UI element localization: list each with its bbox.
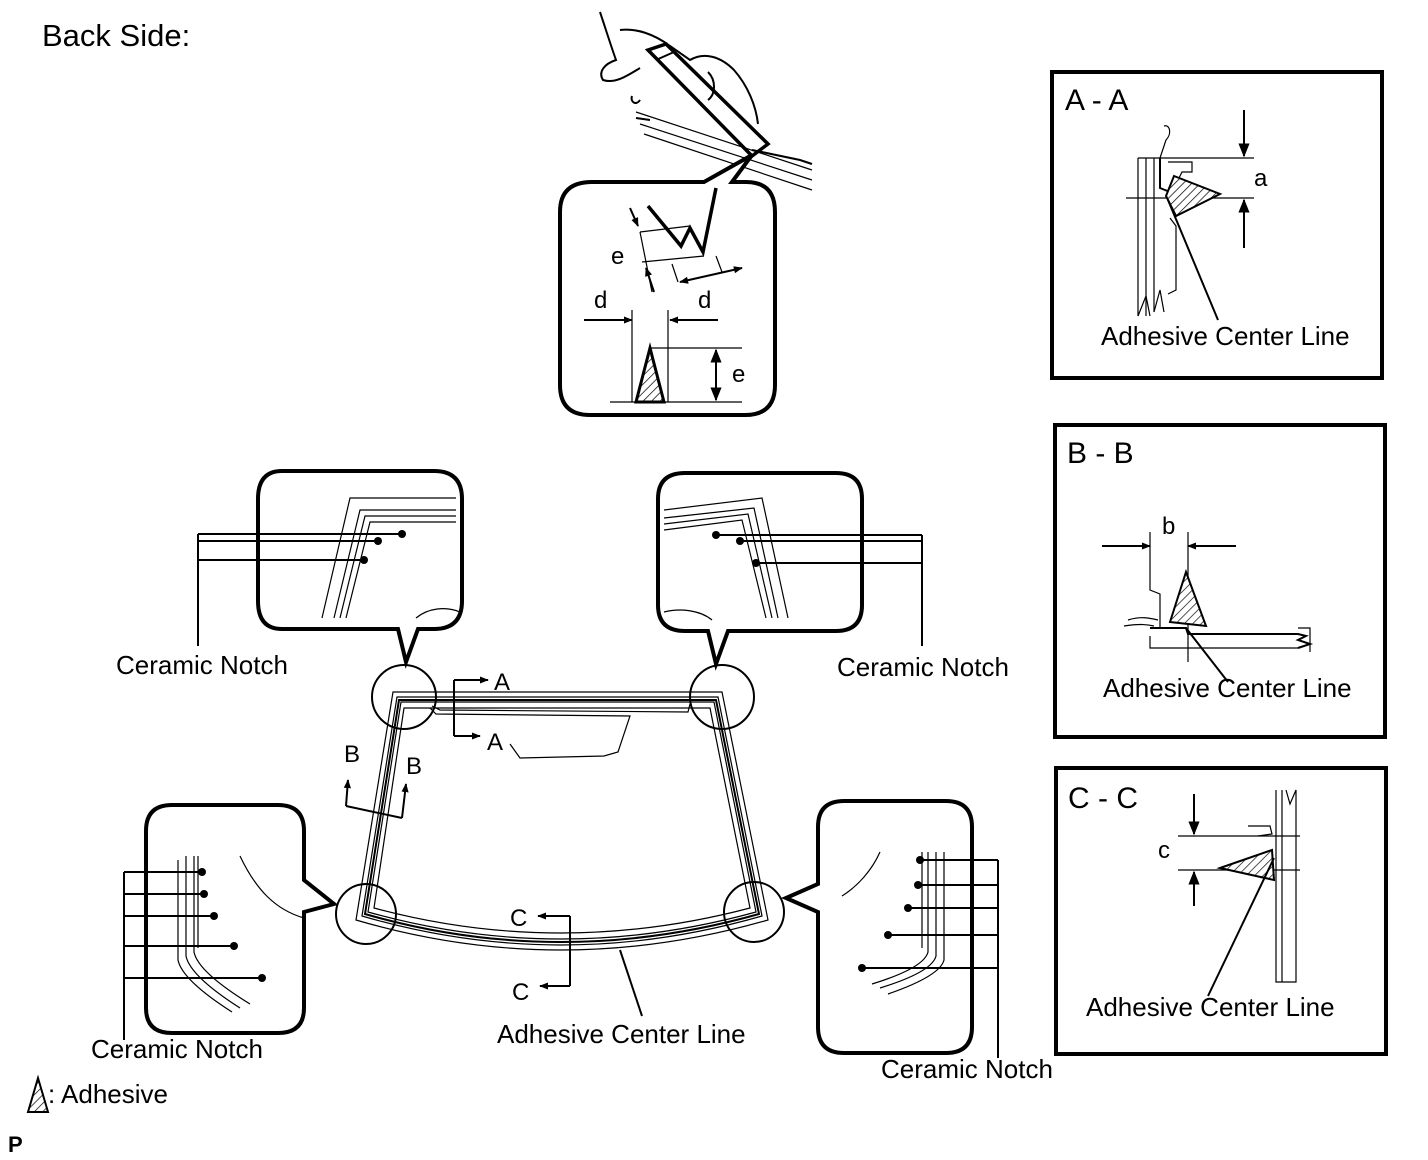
section-a-a-dimension: a (1254, 165, 1268, 192)
corner-circle-bottom-right (723, 881, 785, 943)
callout-bottom-right: Ceramic Notch (781, 799, 1053, 1084)
section-marker-c-top: C (510, 905, 527, 932)
callout-top-right: Ceramic Notch (656, 471, 1009, 682)
section-c-c-callout: Adhesive Center Line (1086, 992, 1335, 1022)
section-a-a-callout: Adhesive Center Line (1101, 321, 1350, 351)
section-marker-a: A A (453, 669, 510, 756)
adhesive-bead-icon (26, 1074, 50, 1113)
section-c-c-title: C - C (1068, 782, 1138, 815)
section-marker-a-top: A (494, 669, 510, 696)
ceramic-notch-label-bottom-left: Ceramic Notch (91, 1034, 263, 1064)
corner-circles (335, 664, 785, 945)
section-marker-c: C C (510, 905, 571, 1006)
adhesive-center-line-label: Adhesive Center Line (497, 1019, 746, 1049)
section-b-b-callout: Adhesive Center Line (1103, 673, 1352, 703)
section-a-a-title: A - A (1065, 84, 1128, 117)
bead-height-label: e (732, 361, 745, 388)
callout-top-left: Ceramic Notch (116, 469, 464, 680)
callout-bottom-left: Ceramic Notch (91, 803, 339, 1064)
corner-circle-top-left (371, 664, 437, 730)
adhesive-bead-triangle (634, 342, 666, 404)
section-a-a-panel: A - A a Adhesive Center Line (1050, 70, 1384, 380)
section-marker-a-bottom: A (487, 729, 503, 756)
adhesive-legend: : Adhesive (26, 1074, 168, 1113)
corner-circle-top-right (689, 664, 755, 730)
section-marker-b-left: B (344, 741, 360, 768)
ceramic-notch-label-top-left: Ceramic Notch (116, 650, 288, 680)
section-c-c-panel: C - C c Adhesive Center Line (1054, 766, 1388, 1056)
section-b-b-dimension: b (1162, 513, 1175, 540)
section-b-b-title: B - B (1067, 437, 1134, 470)
bead-height-label-top: e (611, 243, 624, 270)
corner-circle-bottom-left (335, 883, 397, 945)
bead-width-label-left: d (594, 287, 607, 314)
section-b-b-panel: B - B b Adhesive Center Line (1053, 423, 1387, 739)
section-c-c-dimension: c (1158, 837, 1170, 864)
footer-code: P (8, 1132, 23, 1157)
section-marker-c-bottom: C (512, 979, 529, 1006)
section-marker-b-right: B (406, 753, 422, 780)
bead-width-label-right: d (698, 287, 711, 314)
section-marker-b: B B (343, 741, 422, 819)
adhesive-center-line (363, 699, 761, 943)
adhesive-legend-label: : Adhesive (48, 1079, 168, 1109)
ceramic-notch-label-top-right: Ceramic Notch (837, 652, 1009, 682)
ceramic-notch-label-bottom-right: Ceramic Notch (881, 1054, 1053, 1084)
windshield-outline (355, 691, 769, 951)
bead-detail-callout: e d d e (558, 153, 777, 417)
adhesive-gun-illustration (599, 11, 813, 191)
page-title: Back Side: (42, 18, 190, 53)
